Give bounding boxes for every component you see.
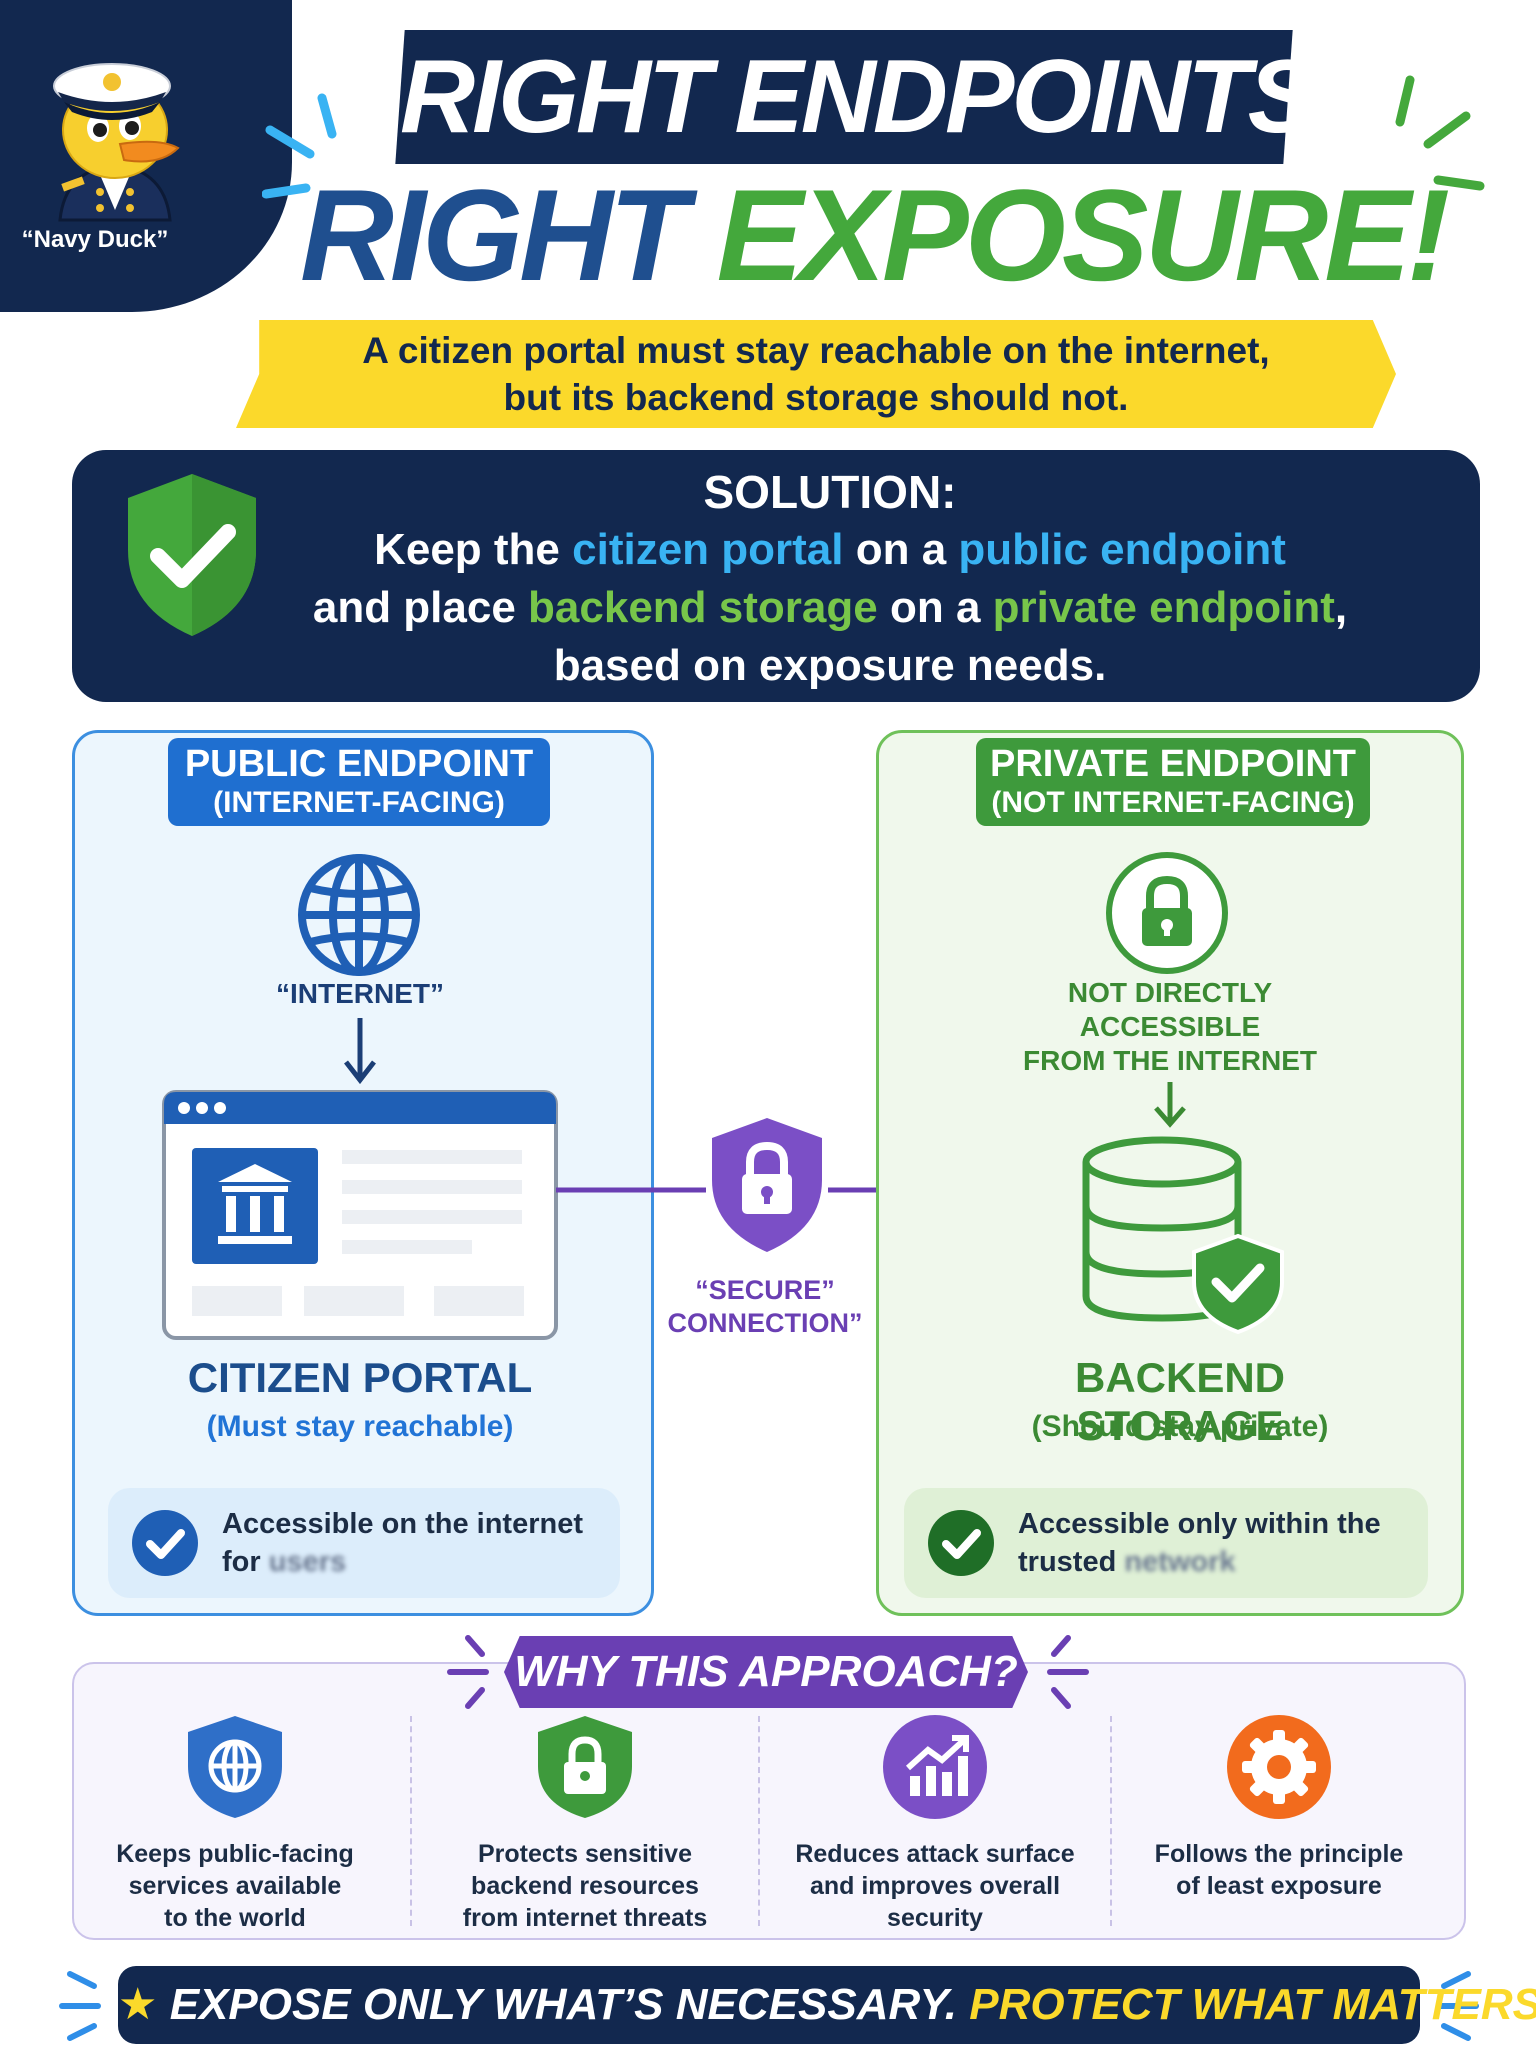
private-endpoint-badge: PRIVATE ENDPOINT (NOT INTERNET-FACING) xyxy=(976,738,1370,826)
private-access-line-1: Accessible only within the xyxy=(1018,1508,1381,1540)
footer-slogan-part-1: EXPOSE ONLY WHAT’S NECESSARY. xyxy=(169,1980,957,2029)
navy-duck-mascot-icon xyxy=(53,63,180,222)
gear-icon xyxy=(1227,1715,1331,1819)
mascot-caption: “Navy Duck” xyxy=(21,226,169,253)
why-divider xyxy=(1110,1716,1112,1926)
why-title: WHY THIS APPROACH? xyxy=(504,1636,1028,1708)
backend-storage-note: (Should stay private) xyxy=(1031,1410,1329,1443)
solution-text: SOLUTION: Keep the citizen portal on a p… xyxy=(240,463,1420,695)
check-circle-icon xyxy=(928,1510,994,1576)
solution-line-2: and place backend storage on a private e… xyxy=(312,583,1348,632)
arrow-down-icon xyxy=(1154,1082,1186,1128)
title-burst-left-icon xyxy=(262,93,337,199)
lock-shield-icon xyxy=(712,1118,822,1252)
why-section xyxy=(72,1662,1466,1940)
check-shield-icon xyxy=(128,474,256,636)
title-burst-right-icon xyxy=(1395,75,1485,191)
public-access-line-1: Accessible on the internet xyxy=(222,1508,583,1540)
solution-line-1: Keep the citizen portal on a public endp… xyxy=(374,525,1286,574)
subtitle-line-1: A citizen portal must stay reachable on … xyxy=(362,330,1270,371)
check-circle-icon xyxy=(132,1510,198,1576)
private-access-line-2: trusted network xyxy=(1018,1546,1236,1578)
title-line-1: RIGHT ENDPOINTS, xyxy=(400,39,1343,155)
subtitle-banner xyxy=(236,320,1396,428)
solution-line-3: based on exposure needs. xyxy=(553,641,1107,690)
title-word-right: RIGHT xyxy=(300,162,688,308)
footer-slogan: ★ EXPOSE ONLY WHAT’S NECESSARY. PROTECT … xyxy=(118,1966,1536,2044)
solution-box xyxy=(72,450,1480,702)
public-endpoint-badge: PUBLIC ENDPOINT (INTERNET-FACING) xyxy=(168,738,550,826)
footer-burst-left-icon xyxy=(59,1971,101,2041)
public-access-line-2: for users xyxy=(222,1546,347,1578)
footer-banner xyxy=(118,1966,1420,2044)
backend-storage-label: BACKEND STORAGE xyxy=(1075,1354,1285,1449)
why-burst-left-icon xyxy=(447,1635,489,1709)
title-line-2: RIGHT EXPOSURE! xyxy=(300,160,1450,310)
mascot-corner xyxy=(0,0,292,312)
private-access-note: Accessible only within the trusted netwo… xyxy=(904,1488,1428,1598)
why-divider xyxy=(758,1716,760,1926)
database-icon xyxy=(1082,1136,1284,1335)
chart-up-icon xyxy=(883,1715,987,1819)
private-badge-title: PRIVATE ENDPOINT xyxy=(990,743,1356,785)
citizen-portal-note: (Must stay reachable) xyxy=(206,1410,514,1443)
citizen-portal-label: CITIZEN PORTAL xyxy=(187,1354,533,1401)
subtitle-banner-text: A citizen portal must stay reachable on … xyxy=(236,322,1396,426)
globe-icon xyxy=(298,854,420,976)
why-burst-right-icon xyxy=(1047,1635,1089,1709)
star-icon: ★ xyxy=(118,1980,158,2029)
citizen-portal-window[interactable] xyxy=(162,1090,558,1340)
subtitle-line-2: but its backend storage should not. xyxy=(503,377,1129,418)
secure-connection-label: “SECURE” CONNECTION” xyxy=(667,1275,863,1338)
title-word-exposure: EXPOSURE! xyxy=(716,162,1451,308)
footer-burst-right-icon xyxy=(1437,1971,1479,2041)
lock-shield-icon xyxy=(538,1716,632,1818)
lock-circle-icon xyxy=(1106,852,1228,974)
public-access-note: Accessible on the internet for users xyxy=(108,1488,620,1598)
arrow-down-icon xyxy=(344,1018,376,1085)
why-divider xyxy=(410,1716,412,1926)
solution-heading: SOLUTION: xyxy=(703,466,957,518)
not-directly-accessible-label: NOT DIRECTLY ACCESSIBLE FROM THE INTERNE… xyxy=(1023,977,1317,1076)
public-badge-subtitle: (INTERNET-FACING) xyxy=(213,786,505,819)
private-badge-subtitle: (NOT INTERNET-FACING) xyxy=(991,786,1355,819)
globe-shield-icon xyxy=(188,1716,282,1818)
internet-label: “INTERNET” xyxy=(276,978,444,1009)
footer-slogan-part-2: PROTECT WHAT MATTERS. xyxy=(969,1980,1536,2029)
public-badge-title: PUBLIC ENDPOINT xyxy=(184,743,534,785)
